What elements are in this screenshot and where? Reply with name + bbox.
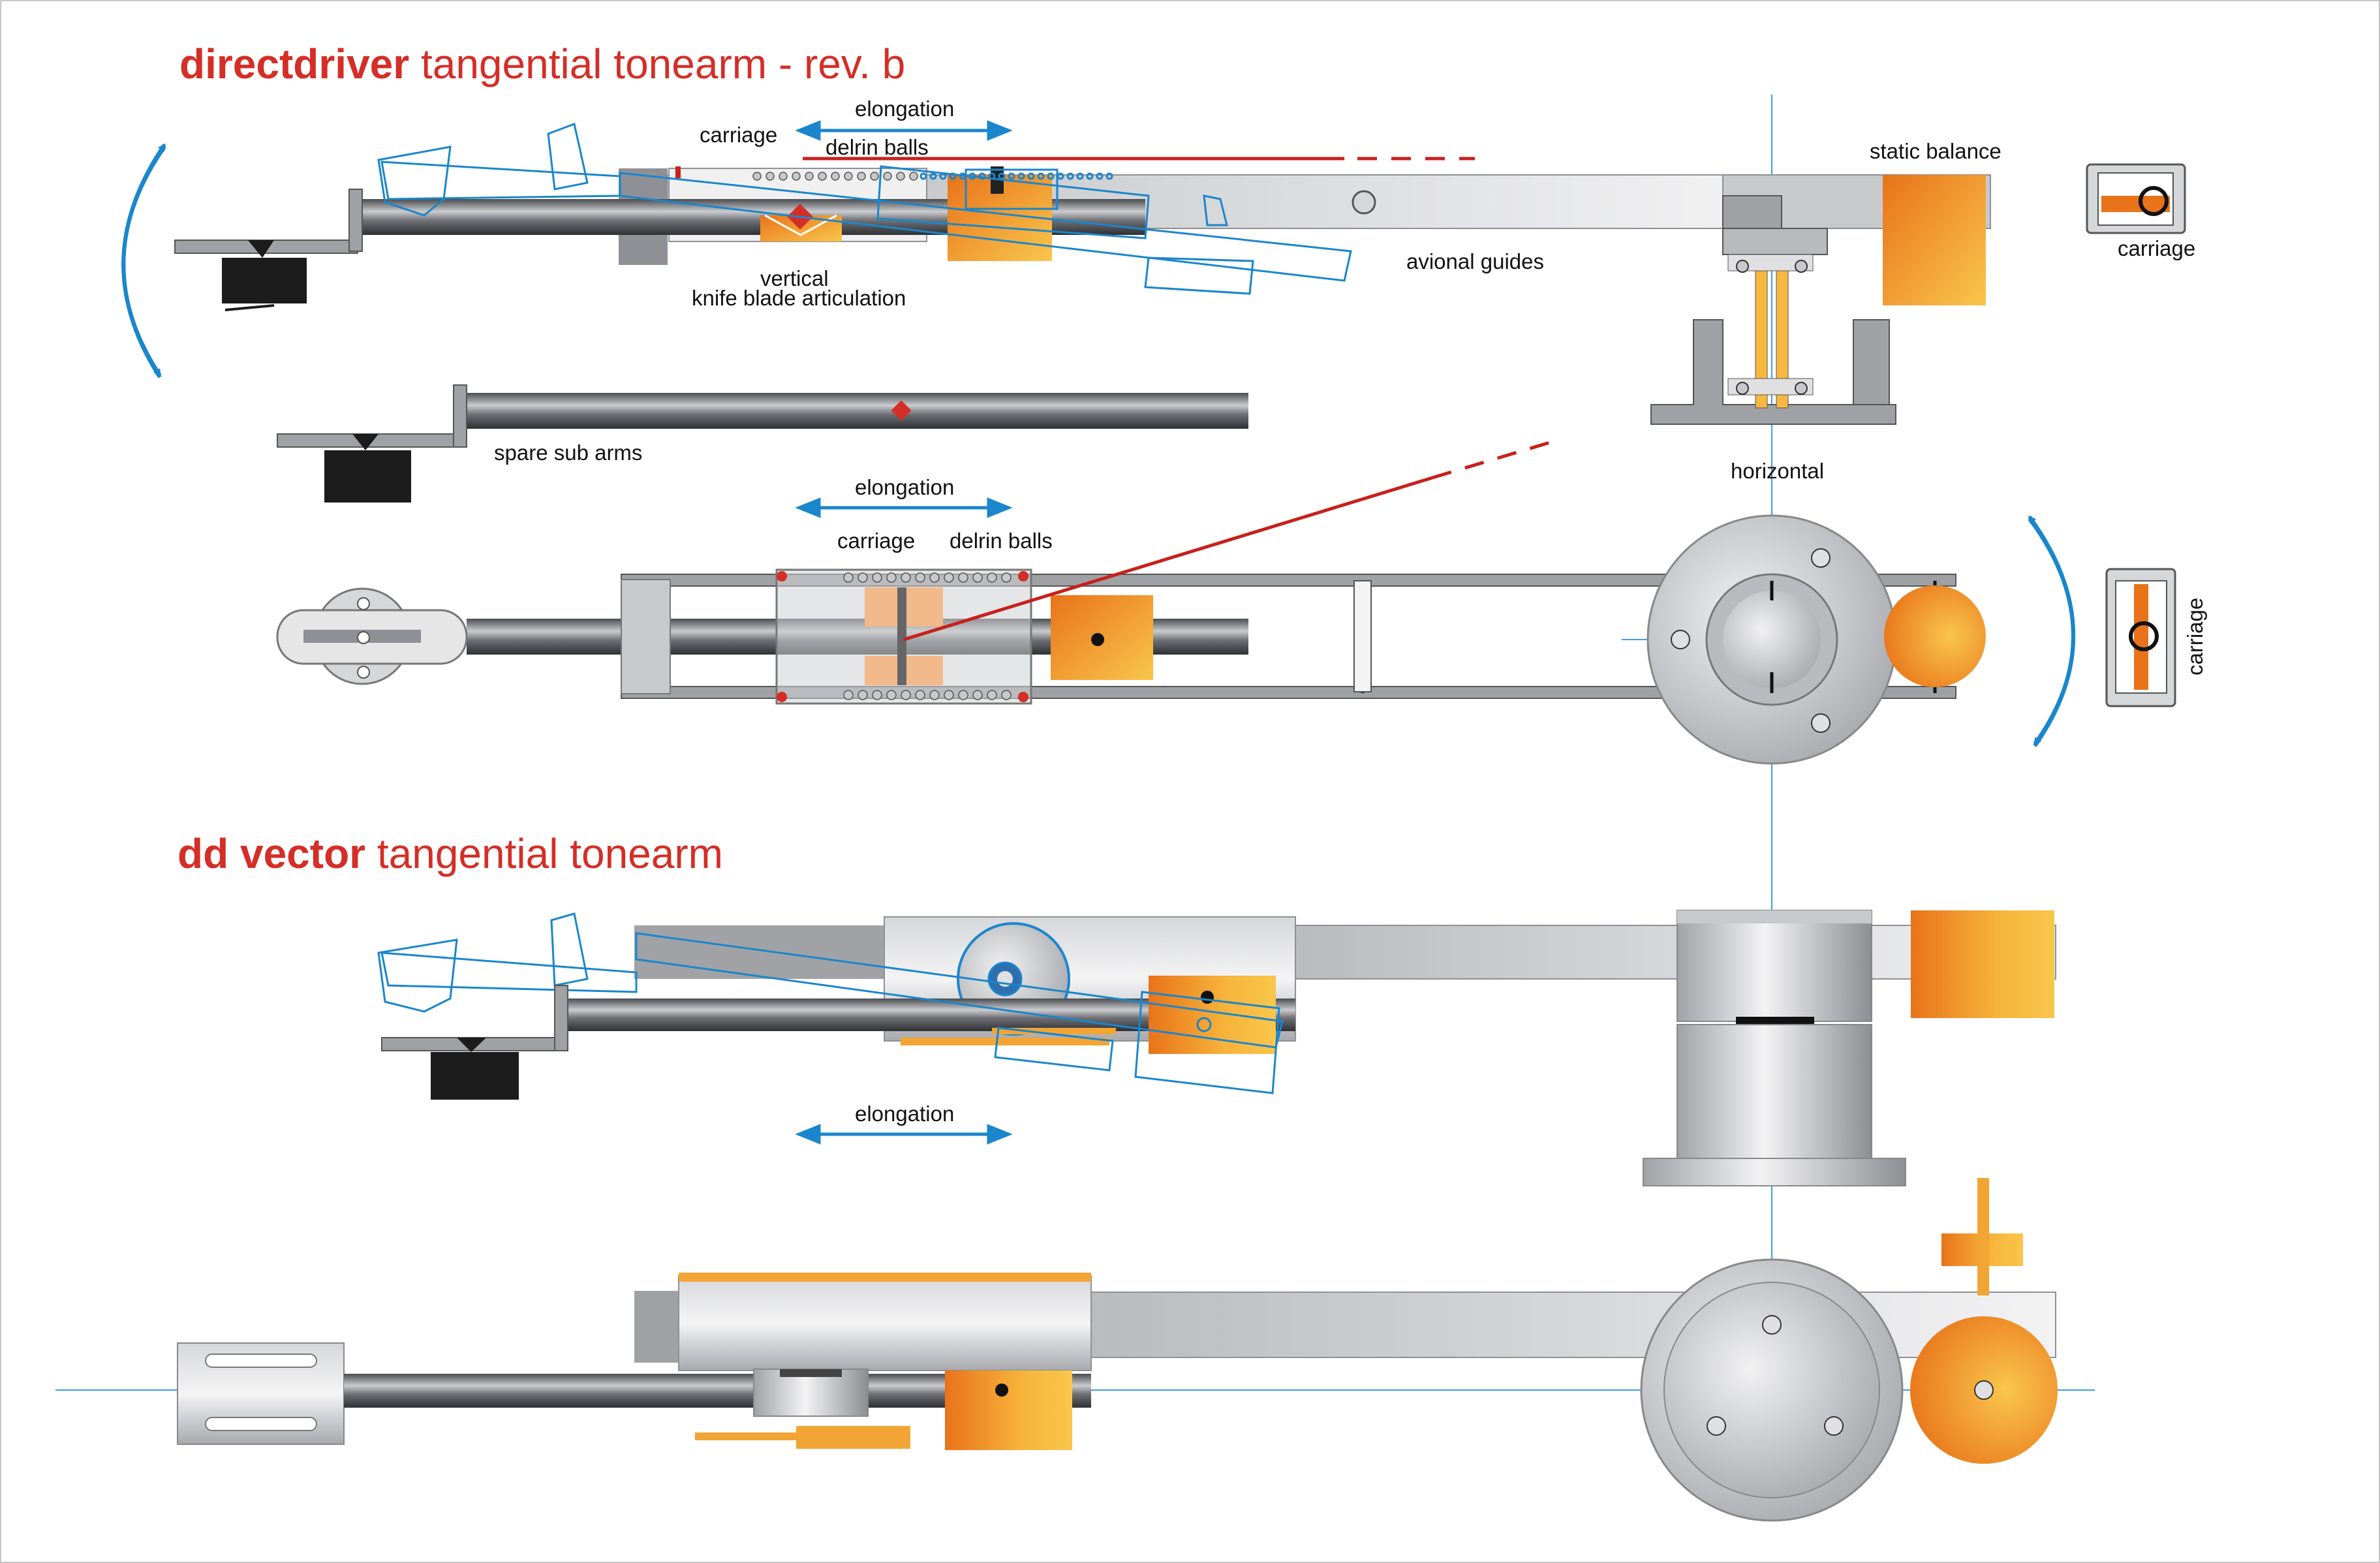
vector-top-beam bbox=[678, 1275, 1092, 1371]
label-carriage-vertical: carriage bbox=[2183, 598, 2207, 675]
title-directdriver: directdriver tangential tonearm - rev. b bbox=[179, 40, 905, 87]
vector-orange-block bbox=[945, 1370, 1072, 1450]
red-line-mid bbox=[903, 476, 1433, 642]
elongation-arrows bbox=[795, 120, 1013, 1145]
vector-pivot-upper bbox=[1677, 910, 1872, 1022]
label-knife-blade: knife blade articulation bbox=[692, 286, 906, 310]
label-spare-sub-arms: spare sub arms bbox=[494, 441, 642, 465]
delrin-balls-row bbox=[752, 172, 918, 181]
title-dd-vector: dd vector tangential tonearm bbox=[178, 830, 723, 877]
dd-vector-side-view bbox=[377, 910, 2056, 1186]
headshell-plate bbox=[276, 587, 468, 685]
vector-headshell-plate bbox=[177, 1342, 345, 1445]
guide-lines bbox=[55, 95, 2095, 1452]
title-directdriver-rest: tangential tonearm - rev. b bbox=[409, 40, 905, 87]
title-dd-vector-rest: tangential tonearm bbox=[365, 830, 723, 877]
tilted-arm-outline bbox=[377, 122, 1352, 295]
label-elongation-top: elongation bbox=[855, 97, 954, 121]
label-carriage-mid: carriage bbox=[837, 529, 915, 553]
label-carriage-side: carriage bbox=[2118, 236, 2195, 260]
label-horizontal: horizontal bbox=[1731, 459, 1824, 483]
label-delrin-balls-top: delrin balls bbox=[826, 135, 929, 159]
pivot-tower bbox=[1650, 195, 1896, 425]
carriage-section-top bbox=[2086, 163, 2186, 234]
label-avional-guides: avional guides bbox=[1406, 249, 1544, 273]
spare-sub-arm bbox=[277, 384, 1248, 503]
dd-vector-top-view bbox=[177, 1178, 2058, 1522]
label-delrin-balls-mid: delrin balls bbox=[950, 529, 1053, 553]
directdriver-top-view bbox=[276, 441, 2176, 765]
label-carriage-top: carriage bbox=[700, 123, 777, 147]
label-elongation-mid: elongation bbox=[855, 475, 954, 499]
cartridge-vector bbox=[431, 1052, 519, 1100]
title-directdriver-bold: directdriver bbox=[179, 40, 409, 87]
cartridge-top bbox=[222, 258, 307, 303]
label-static-balance: static balance bbox=[1870, 139, 2001, 163]
title-dd-vector-bold: dd vector bbox=[178, 830, 365, 877]
carriage-section-side bbox=[2105, 568, 2176, 707]
label-elongation-bottom: elongation bbox=[855, 1102, 954, 1126]
directdriver-side-view bbox=[121, 122, 2186, 425]
vector-pivot-lower bbox=[1677, 1024, 1872, 1159]
counterweight-disc bbox=[1884, 585, 1986, 687]
vector-counterweight bbox=[1911, 910, 2054, 1018]
label-vertical: vertical bbox=[760, 266, 829, 290]
avional-pivot-bolt bbox=[1352, 190, 1376, 215]
static-balance-weight bbox=[1883, 175, 1986, 305]
